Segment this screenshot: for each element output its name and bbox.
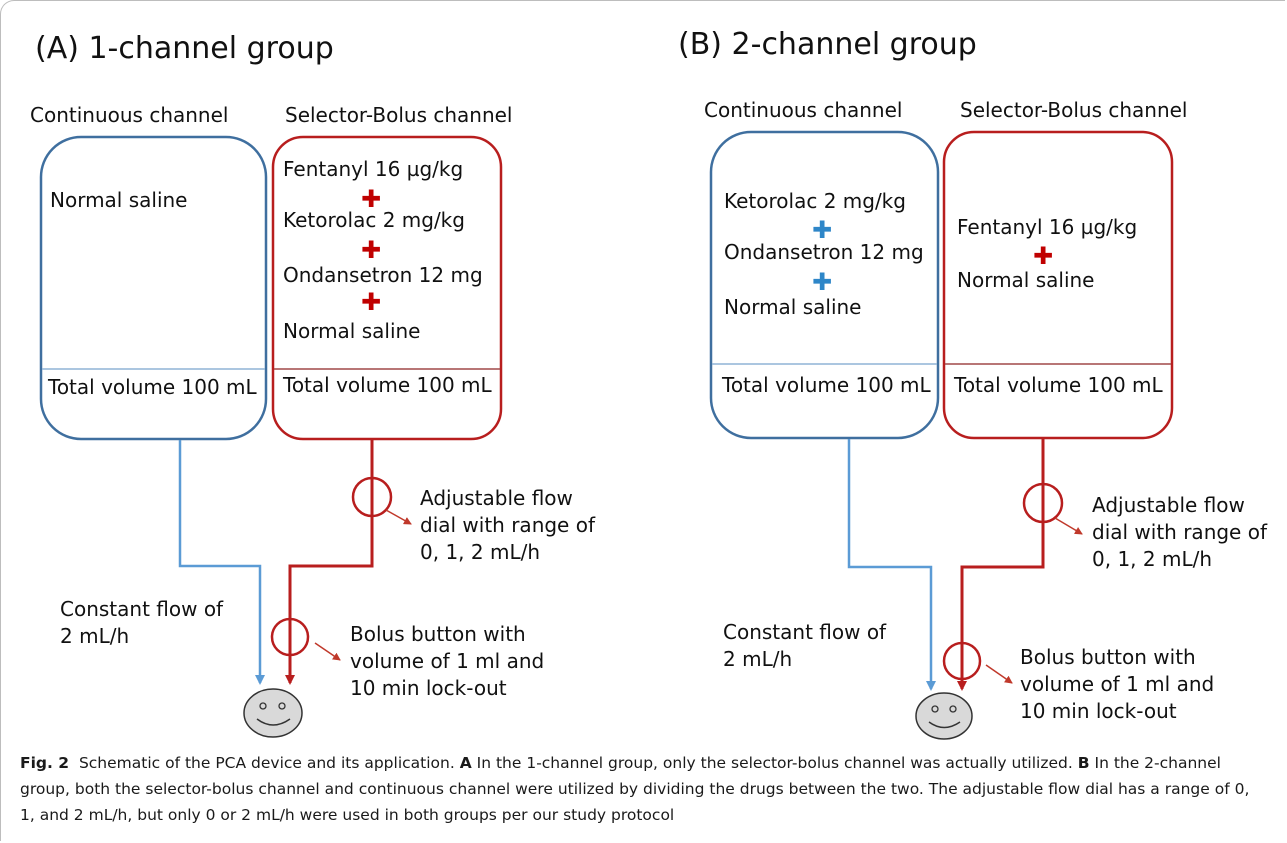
panel-a-bolus-pointer — [314, 642, 341, 661]
panel-a-bolus-button-icon — [270, 617, 310, 657]
panel-b-patient-face-icon — [915, 692, 973, 740]
panel-a-selector-box — [271, 135, 503, 441]
panel-a-continuous-item: Normal saline — [50, 188, 188, 212]
caption-part-b-text: In the 2-channel group, both the selecto… — [20, 754, 1250, 824]
panel-b-selector-line — [957, 439, 1045, 691]
panel-a-selector-item: Fentanyl 16 µg/kg — [283, 157, 463, 181]
panel-b-continuous-line — [847, 439, 936, 691]
panel-a-continuous-total: Total volume 100 mL — [47, 375, 258, 399]
panel-b-bolus-note: volume of 1 ml and — [1020, 672, 1214, 696]
panel-a-selector-item: Normal saline — [283, 319, 421, 343]
caption-intro: Schematic of the PCA device and its appl… — [78, 754, 455, 772]
panel-b-selector-total: Total volume 100 mL — [953, 373, 1164, 397]
panel-a-selector-header: Selector-Bolus channel — [285, 103, 513, 127]
caption-part-b-label: B — [1077, 754, 1090, 772]
panel-a-selector-line — [285, 440, 374, 685]
panel-a-plus-icon: ✚ — [361, 236, 381, 264]
caption-part-a-label: A — [459, 754, 472, 772]
panel-b-selector-header: Selector-Bolus channel — [960, 98, 1188, 122]
panel-b-title: (B) 2-channel group — [678, 27, 977, 62]
panel-b-plus-icon: ✚ — [1033, 242, 1053, 270]
panel-a-continuous-line — [178, 440, 265, 685]
panel-b: (B) 2-channel group Continuous channel S… — [678, 27, 1268, 740]
panel-b-dial-note: Adjustable flow — [1092, 493, 1245, 517]
panel-b-continuous-header: Continuous channel — [704, 98, 902, 122]
panel-a-continuous-box — [39, 135, 268, 441]
panel-a-selector-total: Total volume 100 mL — [282, 373, 493, 397]
panel-a-dial-note: dial with range of — [420, 513, 596, 537]
panel-b-bolus-note: 10 min lock-out — [1020, 699, 1177, 723]
panel-b-bolus-note: Bolus button with — [1020, 645, 1196, 669]
panel-a-title: (A) 1-channel group — [35, 31, 334, 66]
panel-a-flow-dial-icon — [351, 476, 393, 518]
panel-a-flow-note: Constant flow of — [60, 597, 224, 621]
panel-b-dial-note: dial with range of — [1092, 520, 1268, 544]
panel-b-continuous-item: Ondansetron 12 mg — [724, 240, 924, 264]
panel-b-flow-note: Constant flow of — [723, 620, 887, 644]
caption-fig-label: Fig. 2 — [20, 754, 70, 772]
panel-b-selector-item: Fentanyl 16 µg/kg — [957, 215, 1137, 239]
panel-b-dial-pointer — [1054, 517, 1083, 535]
panel-a-bolus-note: volume of 1 ml and — [350, 649, 544, 673]
panel-b-continuous-item: Normal saline — [724, 295, 862, 319]
panel-b-plus-icon: ✚ — [812, 216, 832, 244]
panel-a-plus-icon: ✚ — [361, 185, 381, 213]
panel-b-flow-dial-icon — [1022, 482, 1064, 524]
panel-a-flow-note: 2 mL/h — [60, 624, 129, 648]
panel-a-dial-pointer — [385, 509, 412, 525]
panel-a-bolus-note: Bolus button with — [350, 622, 526, 646]
panel-b-flow-note: 2 mL/h — [723, 647, 792, 671]
panel-b-bolus-button-icon — [942, 641, 982, 681]
pca-diagram: (A) 1-channel group Continuous channel S… — [30, 27, 1268, 740]
panel-a-dial-note: 0, 1, 2 mL/h — [420, 540, 540, 564]
panel-a-selector-item: Ondansetron 12 mg — [283, 263, 483, 287]
panel-b-selector-item: Normal saline — [957, 268, 1095, 292]
panel-b-continuous-total: Total volume 100 mL — [721, 373, 932, 397]
panel-a-plus-icon: ✚ — [361, 288, 381, 316]
panel-a-bolus-note: 10 min lock-out — [350, 676, 507, 700]
panel-a-patient-face-icon — [243, 688, 303, 738]
panel-a-selector-item: Ketorolac 2 mg/kg — [283, 208, 465, 232]
panel-b-plus-icon: ✚ — [812, 268, 832, 296]
panel-b-dial-note: 0, 1, 2 mL/h — [1092, 547, 1212, 571]
panel-a-continuous-header: Continuous channel — [30, 103, 228, 127]
panel-b-continuous-item: Ketorolac 2 mg/kg — [724, 189, 906, 213]
panel-b-selector-box — [942, 130, 1174, 440]
figure-caption: Fig. 2 Schematic of the PCA device and i… — [20, 750, 1260, 828]
panel-a-dial-note: Adjustable flow — [420, 486, 573, 510]
panel-a: (A) 1-channel group Continuous channel S… — [30, 31, 596, 738]
caption-part-a-text: In the 1-channel group, only the selecto… — [476, 754, 1073, 772]
panel-b-bolus-pointer — [985, 664, 1013, 684]
panel-b-continuous-box — [709, 130, 940, 440]
